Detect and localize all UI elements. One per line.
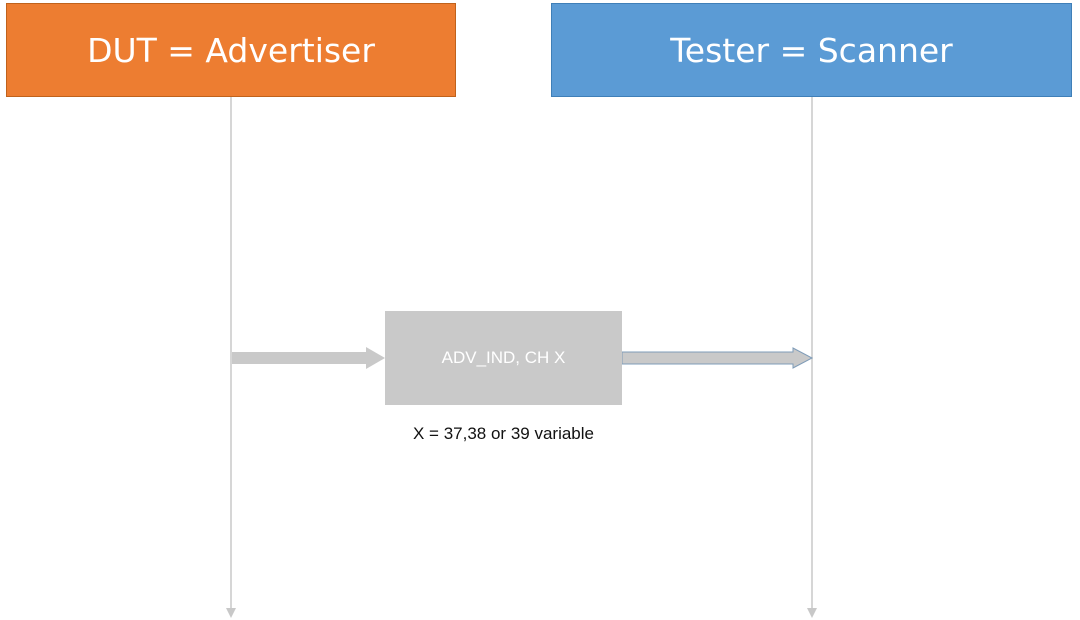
dut-header: DUT = Advertiser [6, 3, 456, 97]
tester-lifeline-arrowhead [807, 608, 817, 618]
packet-label: ADV_IND, CH X [441, 348, 566, 367]
dut-lifeline-arrowhead [226, 608, 236, 618]
packet-note: X = 37,38 or 39 variable [413, 424, 594, 443]
message-arrow-out [621, 347, 814, 369]
tester-header: Tester = Scanner [551, 3, 1072, 97]
tester-header-label: Tester = Scanner [670, 30, 953, 70]
message-arrow-in [232, 347, 385, 369]
dut-header-label: DUT = Advertiser [87, 30, 375, 70]
packet-box: ADV_IND, CH X [385, 311, 622, 405]
